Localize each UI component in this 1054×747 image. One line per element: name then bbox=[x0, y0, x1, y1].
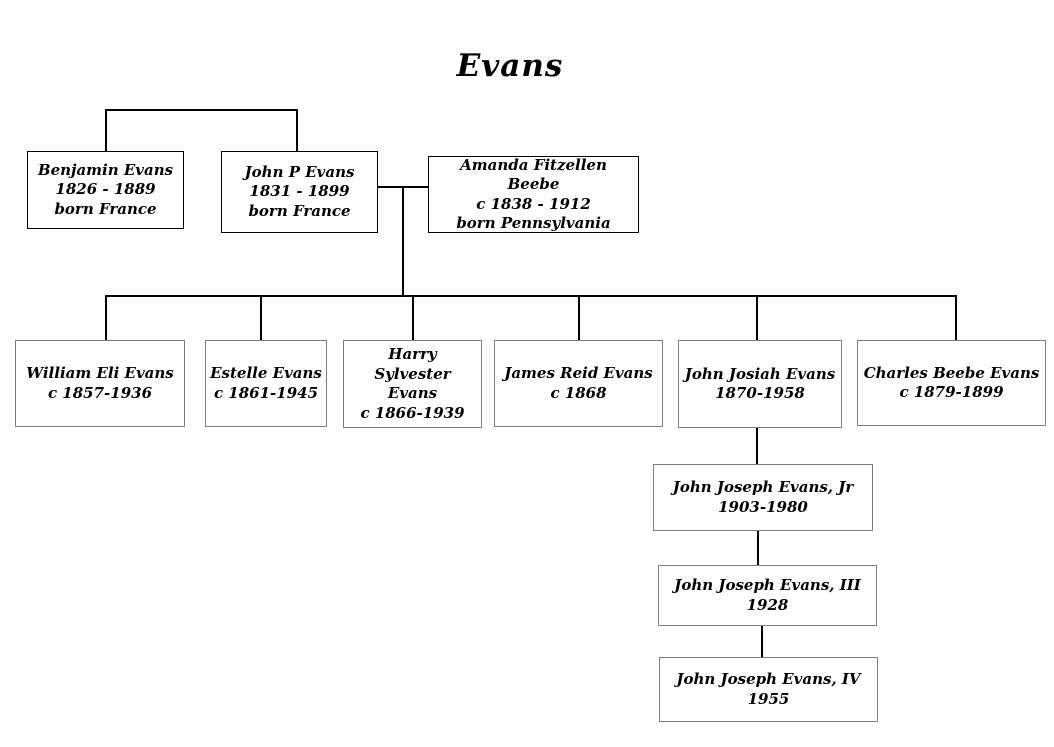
person-dates: 1831 - 1899 bbox=[249, 182, 350, 201]
person-box-john-joseph-evans-iii: John Joseph Evans, III 1928 bbox=[658, 565, 877, 626]
person-box-charles-beebe-evans: Charles Beebe Evans c 1879-1899 bbox=[857, 340, 1046, 426]
person-name: John P Evans bbox=[244, 162, 355, 181]
person-dates: c 1866-1939 bbox=[360, 403, 465, 422]
person-name: John Joseph Evans, Jr bbox=[672, 478, 854, 496]
drop-line-james bbox=[578, 295, 580, 340]
parent-descent-line bbox=[402, 188, 404, 297]
person-box-amanda-beebe: Amanda Fitzellen Beebe c 1838 - 1912 bor… bbox=[428, 156, 639, 233]
person-birthplace: born France bbox=[54, 199, 157, 218]
person-box-john-joseph-evans-jr: John Joseph Evans, Jr 1903-1980 bbox=[653, 464, 873, 531]
sibling-bracket-left-drop bbox=[105, 109, 107, 152]
drop-line-john-iii bbox=[757, 531, 759, 565]
person-name: Charles Beebe Evans bbox=[863, 363, 1040, 382]
sibling-bracket-right-drop bbox=[296, 109, 298, 152]
person-box-estelle-evans: Estelle Evans c 1861-1945 bbox=[205, 340, 327, 427]
drop-line-william bbox=[105, 295, 107, 340]
page-title: Evans bbox=[456, 48, 564, 84]
children-rail-line bbox=[105, 295, 957, 297]
person-name: John Joseph Evans, III bbox=[674, 576, 861, 594]
person-box-john-josiah-evans: John Josiah Evans 1870-1958 bbox=[678, 340, 842, 428]
person-name: John Joseph Evans, IV bbox=[676, 670, 861, 688]
person-box-john-joseph-evans-iv: John Joseph Evans, IV 1955 bbox=[659, 657, 878, 722]
person-name: James Reid Evans bbox=[504, 364, 653, 382]
person-box-james-reid-evans: James Reid Evans c 1868 bbox=[494, 340, 663, 427]
person-dates: 1903-1980 bbox=[718, 497, 808, 516]
person-box-benjamin-evans: Benjamin Evans 1826 - 1889 born France bbox=[27, 151, 184, 229]
drop-line-john-josiah bbox=[756, 295, 758, 340]
drop-line-john-iv bbox=[761, 626, 763, 657]
person-name: Harry Sylvester Evans bbox=[374, 345, 451, 402]
person-box-william-eli-evans: William Eli Evans c 1857-1936 bbox=[15, 340, 185, 427]
person-dates: 1870-1958 bbox=[715, 384, 805, 402]
person-birthplace: born Pennsylvania bbox=[456, 214, 611, 232]
person-dates: c 1879-1899 bbox=[899, 383, 1004, 401]
drop-line-harry bbox=[412, 295, 414, 340]
person-dates: c 1838 - 1912 bbox=[476, 194, 591, 213]
drop-line-charles bbox=[955, 295, 957, 340]
drop-line-john-jr bbox=[756, 427, 758, 464]
drop-line-estelle bbox=[260, 295, 262, 340]
person-dates: c 1868 bbox=[550, 383, 607, 402]
person-box-harry-sylvester-evans: Harry Sylvester Evans c 1866-1939 bbox=[343, 340, 482, 428]
person-name: William Eli Evans bbox=[26, 364, 174, 382]
person-name: Benjamin Evans bbox=[37, 160, 174, 179]
sibling-bracket-top-line bbox=[105, 109, 298, 111]
person-name: Estelle Evans bbox=[210, 364, 322, 382]
person-dates: c 1857-1936 bbox=[47, 383, 153, 402]
person-name: John Josiah Evans bbox=[684, 364, 836, 383]
marriage-line bbox=[378, 186, 428, 188]
person-dates: c 1861-1945 bbox=[213, 383, 319, 402]
person-birthplace: born France bbox=[248, 201, 351, 220]
person-dates: 1928 bbox=[746, 595, 789, 614]
person-box-john-p-evans: John P Evans 1831 - 1899 born France bbox=[221, 151, 378, 233]
person-dates: 1826 - 1889 bbox=[55, 180, 156, 199]
person-name: Amanda Fitzellen Beebe bbox=[460, 155, 607, 194]
person-dates: 1955 bbox=[747, 689, 790, 708]
